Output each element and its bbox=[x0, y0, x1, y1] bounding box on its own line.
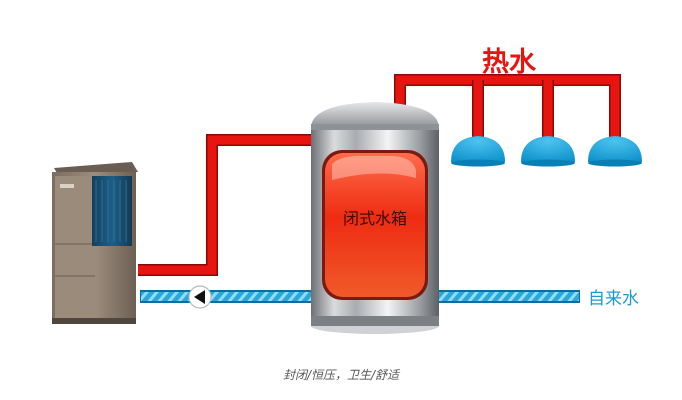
heat-pump-unit-icon bbox=[52, 162, 138, 324]
tap-water-label: 自来水 bbox=[588, 289, 639, 309]
hot-water-label: 热水 bbox=[482, 47, 537, 78]
closed-water-tank bbox=[311, 102, 439, 334]
tank-label: 闭式水箱 bbox=[343, 209, 407, 228]
shower-head-2 bbox=[521, 136, 575, 167]
pump-valve-icon bbox=[188, 285, 212, 309]
hot-water-pipe-distribution bbox=[394, 74, 621, 140]
shower-head-1 bbox=[451, 136, 505, 167]
shower-head-3 bbox=[588, 136, 642, 167]
diagram-caption: 封闭/恒压，卫生/舒适 bbox=[282, 368, 400, 382]
hot-water-pipe-supply bbox=[138, 134, 318, 276]
